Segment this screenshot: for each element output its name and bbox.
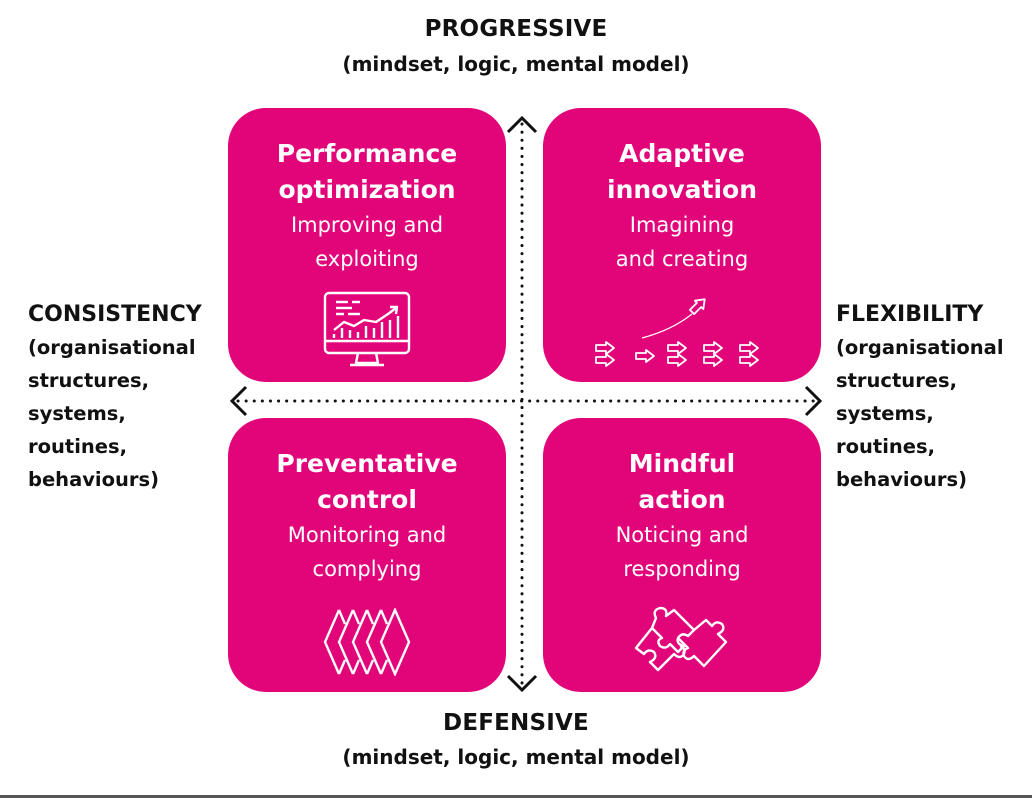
left-axis-label: CONSISTENCY (organisational structures, …	[28, 298, 202, 496]
left-axis-line: (organisational	[28, 336, 196, 359]
monitor-chart-icon	[323, 291, 411, 367]
left-axis-line: behaviours)	[28, 468, 160, 491]
right-axis-line: (organisational	[836, 336, 1004, 359]
top-axis-title: PROGRESSIVE	[424, 16, 608, 42]
bottom-border	[0, 795, 1032, 798]
arrow-right-icon	[804, 385, 823, 417]
diamonds-icon	[323, 608, 411, 676]
right-axis-line: structures,	[836, 369, 958, 392]
top-axis-subtitle: (mindset, logic, mental model)	[342, 52, 690, 76]
left-axis-title: CONSISTENCY	[28, 302, 202, 327]
right-axis-line: systems,	[836, 402, 934, 425]
arrow-left-icon	[229, 385, 248, 417]
left-axis-line: routines,	[28, 435, 128, 458]
bottom-axis-title: DEFENSIVE	[443, 710, 589, 736]
arrows-breakout-icon	[595, 294, 759, 367]
right-axis-title: FLEXIBILITY	[836, 302, 984, 327]
bottom-axis-subtitle: (mindset, logic, mental model)	[342, 745, 690, 769]
right-axis-line: routines,	[836, 435, 936, 458]
left-axis-line: systems,	[28, 402, 126, 425]
arrow-down-icon	[506, 674, 538, 693]
puzzle-icon	[634, 606, 728, 672]
arrow-up-icon	[506, 115, 538, 134]
right-axis-line: behaviours)	[836, 468, 968, 491]
left-axis-line: structures,	[28, 369, 150, 392]
right-axis-label: FLEXIBILITY (organisational structures, …	[836, 298, 1004, 496]
